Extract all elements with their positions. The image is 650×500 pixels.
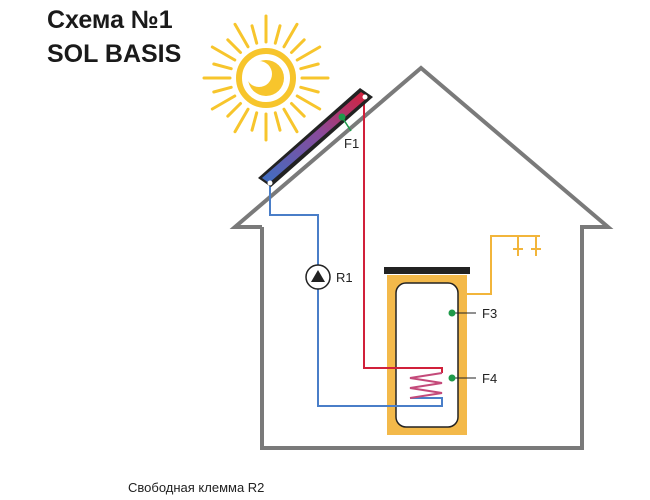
sun-ray	[212, 85, 233, 94]
sun-ray	[210, 94, 237, 111]
sun-ray	[295, 94, 322, 111]
sun-ray	[282, 22, 299, 49]
supply-pipe	[363, 97, 443, 373]
return-pipe	[269, 183, 443, 407]
pump-r1-label: R1	[336, 270, 353, 285]
sun-ray	[226, 38, 242, 54]
sun-ray	[290, 102, 306, 118]
sun-ray	[290, 38, 306, 54]
pump-r1: R1	[305, 264, 353, 290]
sensor-f4: F4	[448, 371, 497, 386]
sun-ray	[212, 62, 233, 71]
sun-ray	[273, 24, 282, 45]
sun-ray	[295, 45, 322, 62]
sun-ray	[250, 111, 259, 132]
sensor-f1-label: F1	[344, 136, 359, 151]
pump-arrow-icon	[311, 270, 325, 282]
sun-ray	[226, 102, 242, 118]
free-terminal-note: Свободная клемма R2	[128, 480, 265, 495]
storage-tank	[384, 267, 470, 435]
heat-exchanger-coil	[409, 372, 443, 399]
hot-water-pipe	[467, 235, 541, 295]
sun-ray	[273, 111, 282, 132]
sun-ray	[233, 22, 250, 49]
sensor-f3-label: F3	[482, 306, 497, 321]
diagram-title-line2: SOL BASIS	[47, 40, 182, 68]
sun-ray	[250, 24, 259, 45]
sensor-f4-label: F4	[482, 371, 497, 386]
house-outline	[229, 65, 614, 450]
sun-ray	[282, 107, 299, 134]
diagram-title-line1: Схема №1	[47, 6, 173, 34]
sun-icon	[202, 14, 330, 142]
sun-ray	[299, 85, 320, 94]
sun-ray	[210, 45, 237, 62]
sun-ray	[233, 107, 250, 134]
sun-ray	[299, 62, 320, 71]
sensor-f1: F1	[338, 113, 359, 151]
sensor-f3: F3	[448, 306, 497, 321]
tank-cap	[384, 267, 470, 274]
